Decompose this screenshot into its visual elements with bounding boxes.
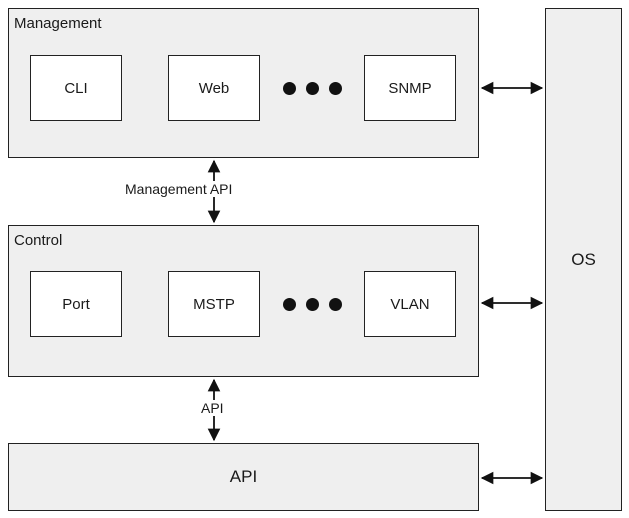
ellipsis-dot xyxy=(283,298,296,311)
ellipsis-dot xyxy=(329,82,342,95)
ellipsis-dot xyxy=(283,82,296,95)
api-layer: API xyxy=(8,443,479,511)
ellipsis-dot xyxy=(306,82,319,95)
ellipsis-dot xyxy=(306,298,319,311)
api-connector-label: API xyxy=(199,400,226,416)
ellipsis-dot xyxy=(329,298,342,311)
mstp-module: MSTP xyxy=(168,271,260,337)
cli-module: CLI xyxy=(30,55,122,121)
os-block: OS xyxy=(545,8,622,511)
management-layer-title: Management xyxy=(14,15,102,32)
snmp-module: SNMP xyxy=(364,55,456,121)
port-module: Port xyxy=(30,271,122,337)
management-api-label: Management API xyxy=(123,181,235,197)
control-layer-title: Control xyxy=(14,232,63,249)
web-module: Web xyxy=(168,55,260,121)
vlan-module: VLAN xyxy=(364,271,456,337)
